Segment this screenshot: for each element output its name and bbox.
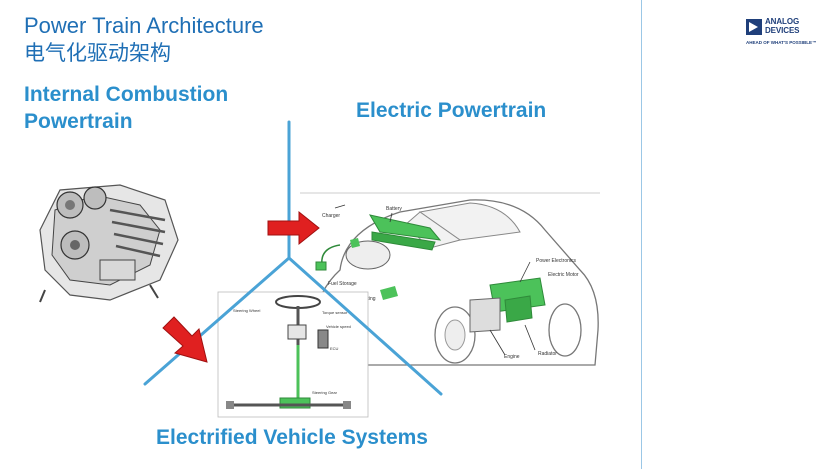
callout-power-electronics: Power Electronics — [536, 258, 577, 264]
callout-steering-wheel: Steering Wheel — [233, 308, 260, 313]
label-internal-combustion: Internal Combustion — [24, 83, 229, 106]
callout-line — [334, 204, 346, 209]
callout-fuel-storage: Fuel Storage — [328, 281, 357, 287]
engine-image — [22, 170, 187, 320]
slide-title: Power Train Architecture — [24, 13, 264, 38]
logo-mark-icon — [746, 19, 762, 35]
steering-system-image: Steering Wheel Torque sensor Vehicle spe… — [217, 291, 369, 418]
label-electric-powertrain: Electric Powertrain — [356, 99, 547, 122]
callout-ecu: ECU — [330, 346, 339, 351]
callout-radiator: Radiator — [538, 351, 557, 357]
callout-vehicle-speed: Vehicle speed — [326, 324, 351, 329]
callout-charger: Charger — [322, 213, 340, 219]
slide-subtitle: 电气化驱动架构 — [24, 41, 171, 65]
red-arrow-down-right-icon — [162, 316, 208, 363]
red-arrow-right-icon — [267, 210, 320, 246]
analog-devices-logo: ANALOG DEVICES AHEAD OF WHAT'S POSSIBLE™ — [746, 16, 818, 52]
ev-car-image: Battery Charger Fuel Storage Lighting Po… — [300, 192, 600, 366]
logo-tagline: AHEAD OF WHAT'S POSSIBLE™ — [746, 40, 817, 45]
label-powertrain: Powertrain — [24, 110, 133, 133]
callout-engine: Engine — [504, 354, 520, 360]
callout-steering-gear: Steering Gear — [312, 390, 338, 395]
label-electrified-vehicle-systems: Electrified Vehicle Systems — [156, 426, 428, 449]
callout-electric-motor: Electric Motor — [548, 272, 579, 278]
right-divider — [641, 0, 642, 469]
callout-torque-sensor: Torque sensor — [322, 310, 348, 315]
callout-battery: Battery — [386, 206, 402, 212]
logo-name: ANALOG DEVICES — [765, 17, 800, 35]
